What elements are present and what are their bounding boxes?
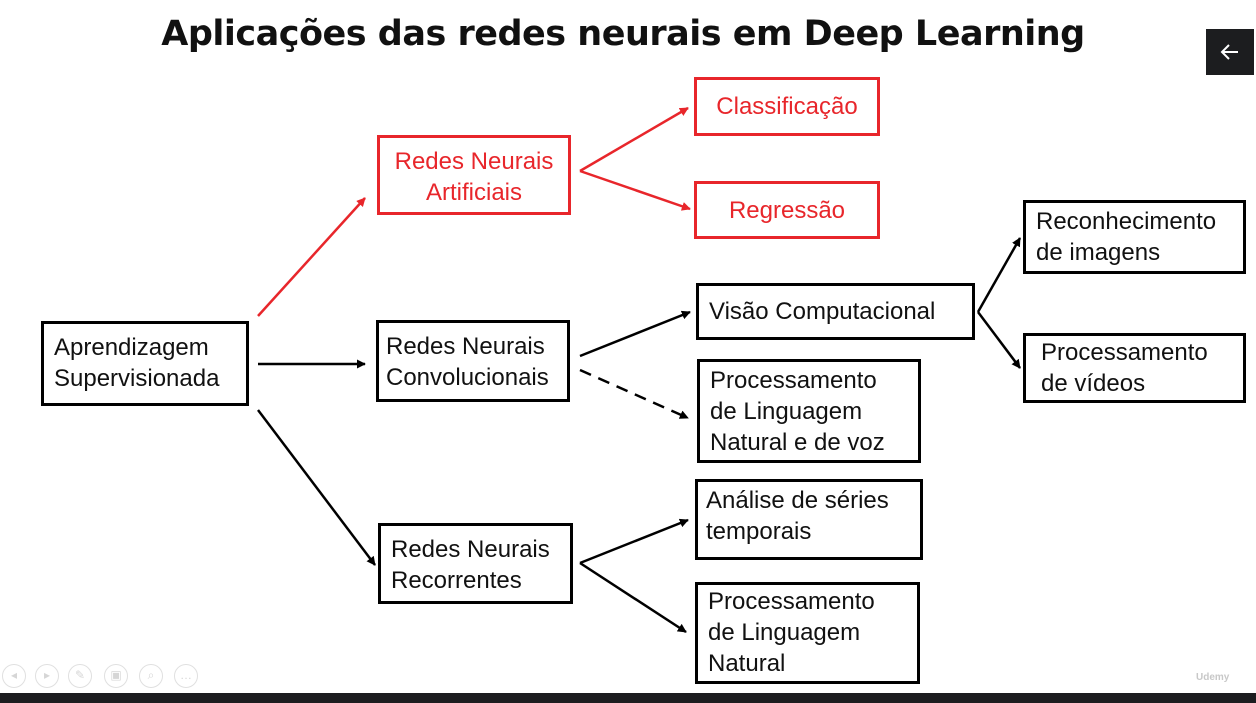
player-controls: ◂ ▸ ✎ ▣ ⌕ … bbox=[0, 664, 205, 694]
node-visao-computacional: Visão Computacional bbox=[696, 283, 975, 340]
edge-cnn-visao bbox=[579, 310, 691, 358]
page-title: Aplicações das redes neurais em Deep Lea… bbox=[161, 14, 1085, 54]
video-bottom-bar bbox=[0, 693, 1256, 703]
node-analise-series-temporais: Análise de séries temporais bbox=[695, 479, 923, 560]
node-redes-neurais-artificiais: Redes Neurais Artificiais bbox=[377, 135, 571, 215]
node-reconhecimento-de-imagens: Reconhecimento de imagens bbox=[1023, 200, 1246, 274]
node-redes-neurais-recorrentes: Redes Neurais Recorrentes bbox=[378, 523, 573, 604]
arrow-left-icon bbox=[1220, 44, 1238, 60]
previous-icon[interactable]: ◂ bbox=[2, 664, 26, 688]
edge-aprendizagem-rnn bbox=[257, 409, 376, 566]
edge-rna-regressao bbox=[579, 169, 691, 211]
node-processamento-de-videos: Processamento de vídeos bbox=[1023, 333, 1246, 403]
node-pln: Processamento de Linguagem Natural bbox=[695, 582, 920, 684]
edge-rna-classificacao bbox=[579, 106, 689, 173]
edge-rnn-pln bbox=[579, 561, 687, 634]
pen-icon[interactable]: ✎ bbox=[68, 664, 92, 688]
next-icon[interactable]: ▸ bbox=[35, 664, 59, 688]
edge-rnn-series bbox=[579, 518, 689, 565]
edge-visao-proc-videos bbox=[977, 311, 1021, 369]
zoom-icon[interactable]: ⌕ bbox=[139, 664, 163, 688]
udemy-watermark: Udemy bbox=[1196, 672, 1230, 683]
edge-visao-reconhecimento bbox=[976, 237, 1022, 313]
edge-aprendizagem-rna bbox=[257, 197, 366, 317]
node-pln-e-voz: Processamento de Linguagem Natural e de … bbox=[697, 359, 921, 463]
edge-cnn-pln-voz bbox=[579, 368, 689, 420]
back-button[interactable] bbox=[1206, 29, 1254, 75]
node-classificacao: Classificação bbox=[694, 77, 880, 136]
node-redes-neurais-convolucionais: Redes Neurais Convolucionais bbox=[376, 320, 570, 402]
slides-icon[interactable]: ▣ bbox=[104, 664, 128, 688]
node-regressao: Regressão bbox=[694, 181, 880, 239]
node-aprendizagem-supervisionada: Aprendizagem Supervisionada bbox=[41, 321, 249, 406]
more-icon[interactable]: … bbox=[174, 664, 198, 688]
